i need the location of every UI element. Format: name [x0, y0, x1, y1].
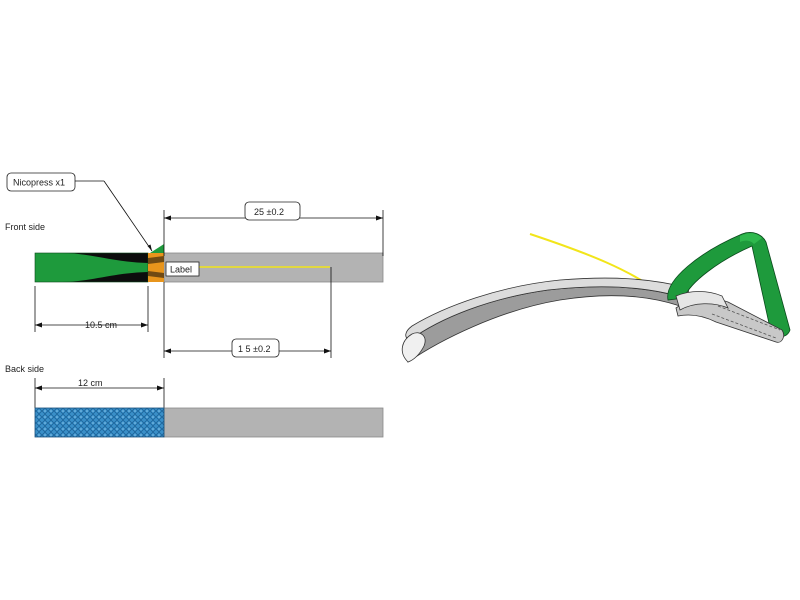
svg-text:Nicopress x1: Nicopress x1: [13, 178, 65, 188]
label-tag: Label: [165, 261, 200, 277]
nicopress-sleeve: [148, 244, 164, 282]
back-loop-dimension: 12 cm: [34, 378, 165, 408]
strap-3d-illustration: [401, 232, 791, 363]
label-wire-dimension: 1 5 ±0.2: [163, 267, 332, 358]
back-blue-loop: [34, 407, 165, 438]
overall-length-dimension: 25 ±0.2: [163, 201, 384, 256]
overall-length-value: 25 ±0.2: [254, 207, 284, 217]
nicopress-callout: Nicopress x1: [6, 172, 153, 252]
front-loop-value: 10.5 cm: [85, 320, 117, 330]
back-loop-value: 12 cm: [78, 378, 103, 388]
svg-text:Label: Label: [170, 265, 192, 275]
front-green-loop: [34, 252, 149, 283]
label-wire-value: 1 5 ±0.2: [238, 344, 270, 354]
back-side-label: Back side: [5, 364, 44, 374]
front-loop-dimension: 10.5 cm: [34, 286, 149, 332]
front-side-label: Front side: [5, 222, 45, 232]
back-strap: [163, 407, 384, 438]
